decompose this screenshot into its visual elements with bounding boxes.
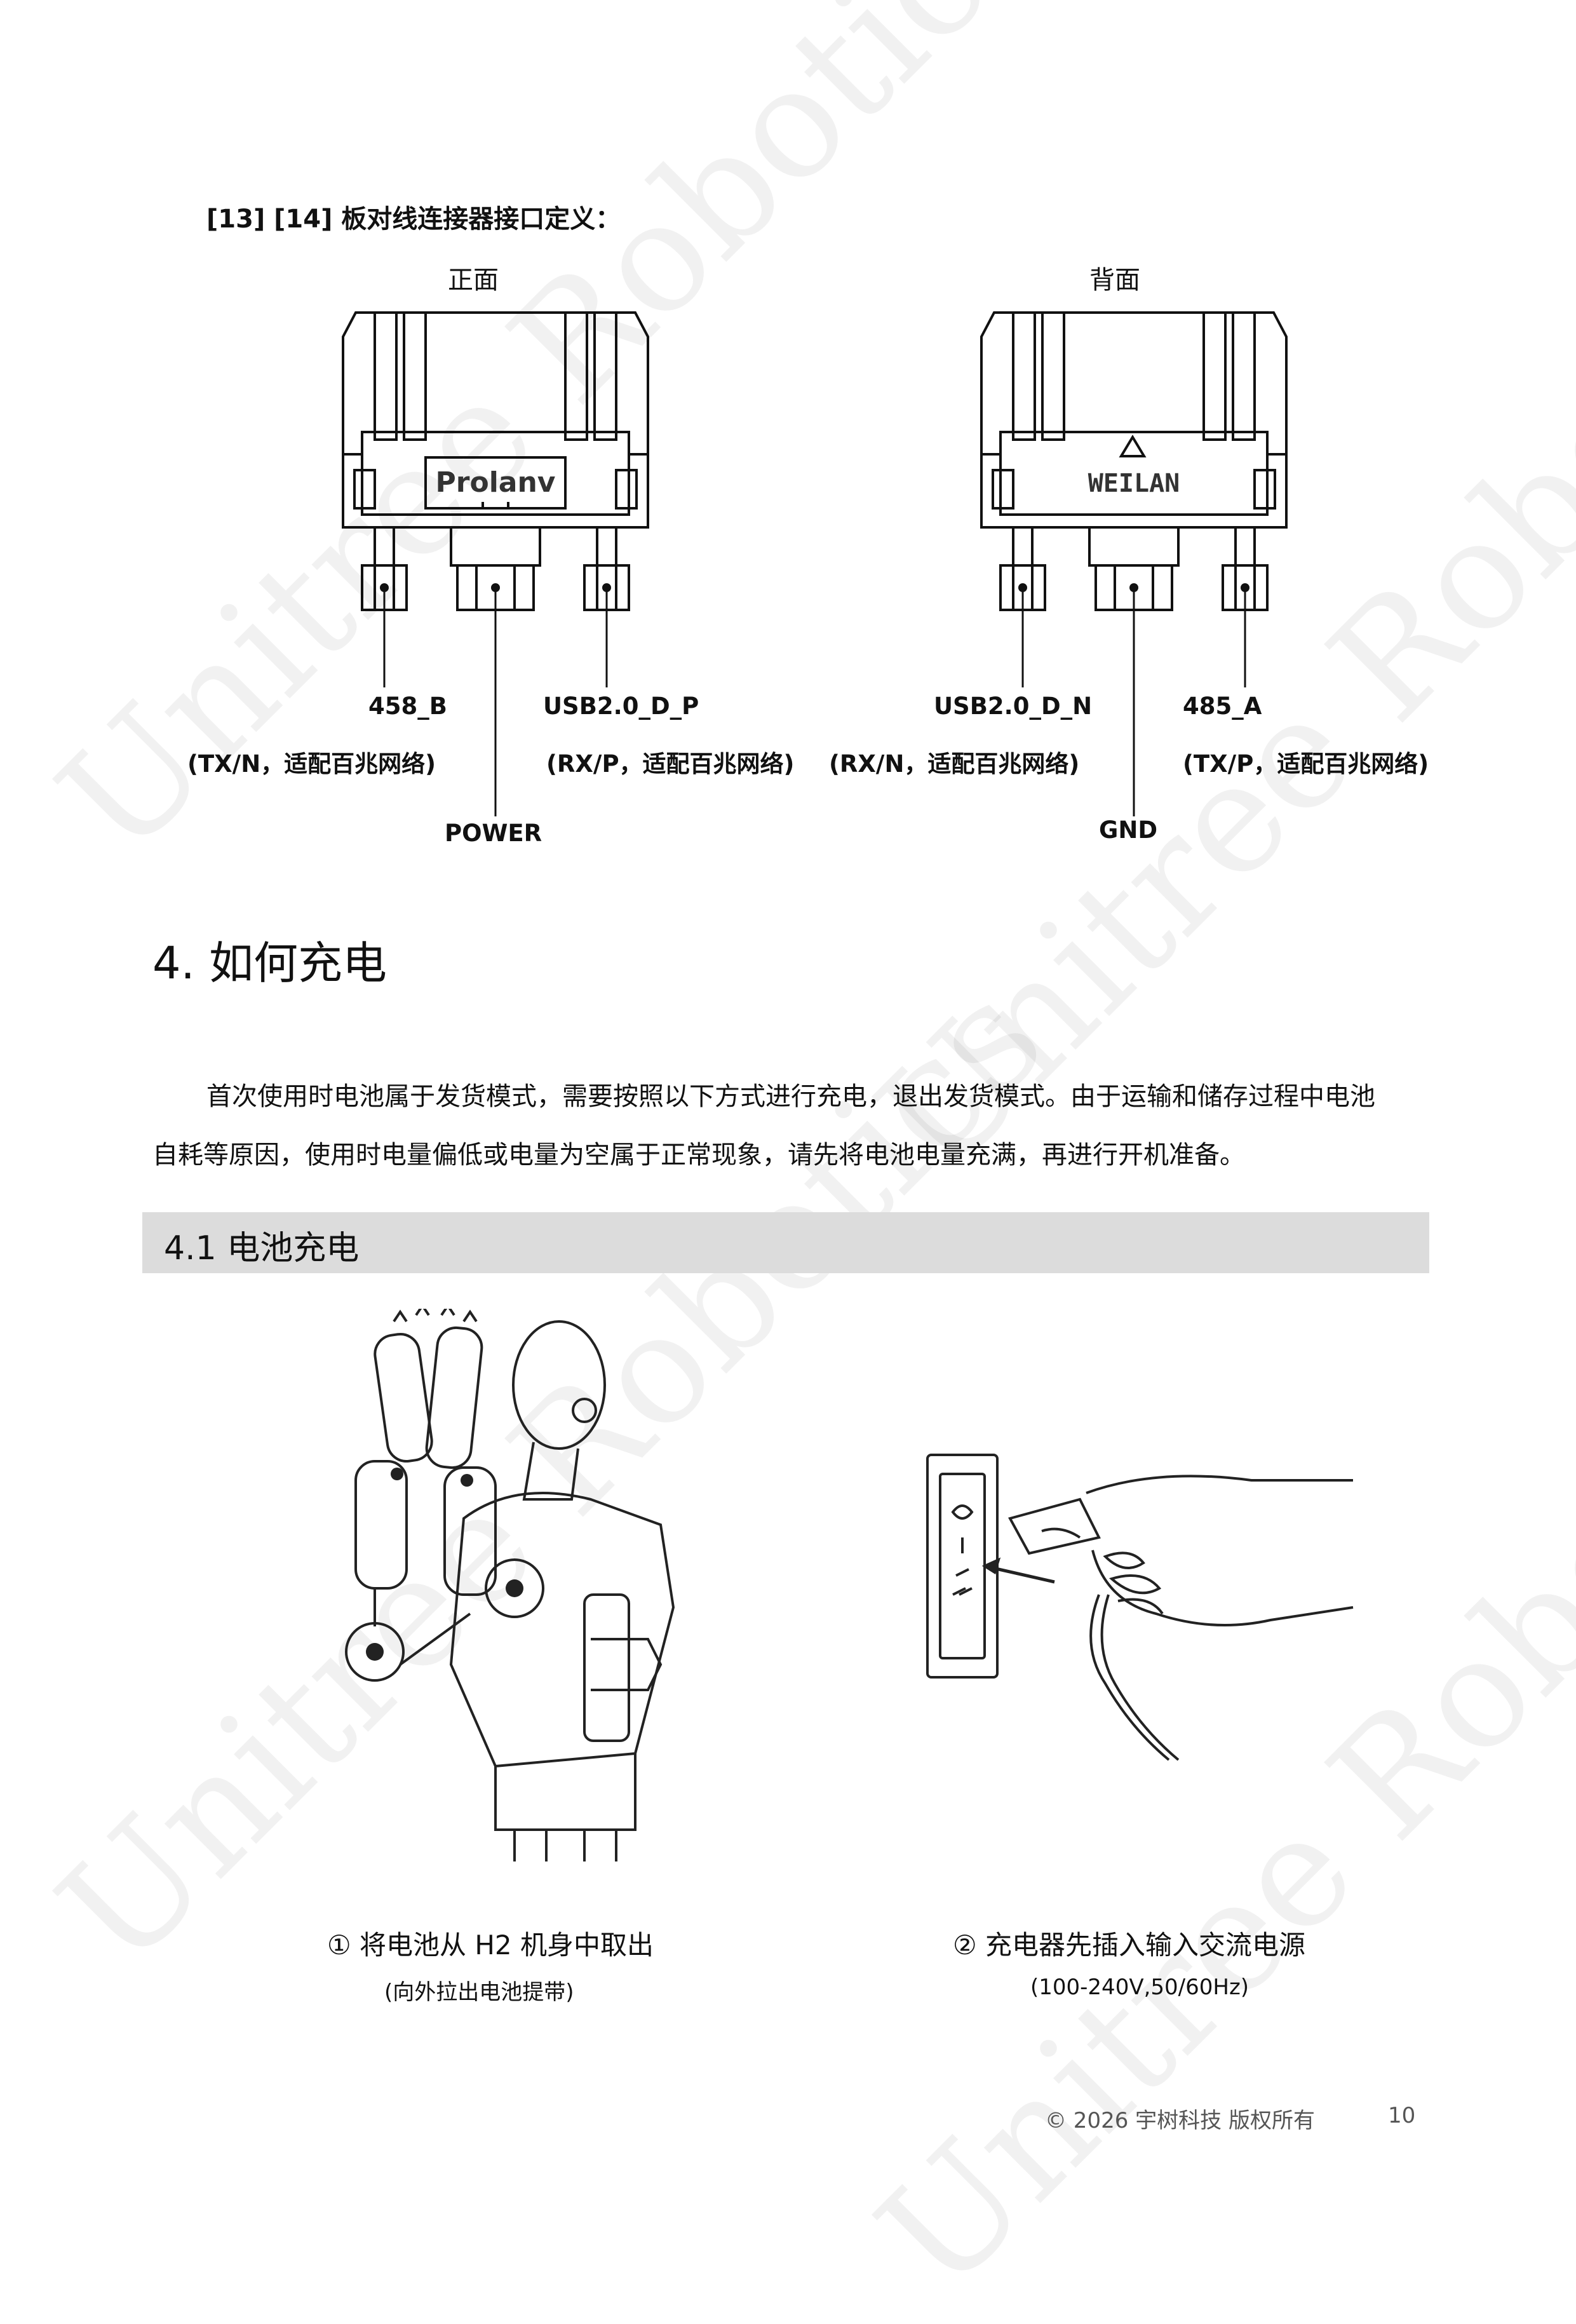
back-pin-3-desc: (TX/P，适配百兆网络) [1183,750,1429,778]
paragraph-line-2: 自耗等原因，使用时电量偏低或电量为空属于正常现象，请先将电池电量充满，再进行开机… [152,1140,1245,1170]
step-1-caption: ① 将电池从 H2 机身中取出 [327,1929,654,1961]
charger-outlet-illustration [926,1454,1354,1761]
footer-copyright: © 2026 宇树科技 版权所有 [1045,2108,1315,2133]
robot-battery-illustration [345,1309,675,1861]
back-pin-1-name: USB2.0_D_N [934,692,1093,720]
back-connector-brand: WEILAN [1088,469,1180,498]
subsection-4-1-bar [142,1212,1429,1273]
front-leader-lines [383,588,608,816]
front-pin-1-desc: (TX/N，适配百兆网络) [187,750,436,778]
connector-section-title: [13] [14] 板对线连接器接口定义： [206,205,621,234]
front-pin-1-name: 458_B [368,692,447,720]
subsection-4-1-title: 4.1 电池充电 [164,1229,360,1267]
front-face-label: 正面 [448,266,499,295]
front-pin-3-name: USB2.0_D_P [543,692,699,720]
front-connector-brand: Prolanv [436,466,556,499]
front-pin-3-desc: (RX/P，适配百兆网络) [546,750,795,778]
back-pin-2-name: GND [1099,816,1158,844]
watermark-4: Unitree Robotics [845,1273,1576,2324]
section-4-paragraph: 首次使用时电池属于发货模式，需要按照以下方式进行充电，退出发货模式。由于运输和储… [152,1067,1436,1184]
step-2-subcaption: (100-240V,50/60Hz) [1030,1975,1249,2000]
back-face-label: 背面 [1089,266,1140,295]
front-connector-diagram: Prolanv [342,311,649,611]
back-pin-1-desc: (RX/N，适配百兆网络) [829,750,1080,778]
front-pin-2-name: POWER [445,820,542,847]
back-pin-3-name: 485_A [1183,692,1262,720]
section-4-title: 4. 如何充电 [152,937,387,989]
back-connector-diagram: WEILAN [980,311,1288,611]
back-leader-lines [1021,588,1246,816]
step-1-subcaption: (向外拉出电池提带) [384,1980,574,2005]
step-2-caption: ② 充电器先插入输入交流电源 [953,1929,1306,1961]
paragraph-line-1: 首次使用时电池属于发货模式，需要按照以下方式进行充电，退出发货模式。由于运输和储… [206,1082,1375,1111]
page-number: 10 [1388,2103,1416,2128]
